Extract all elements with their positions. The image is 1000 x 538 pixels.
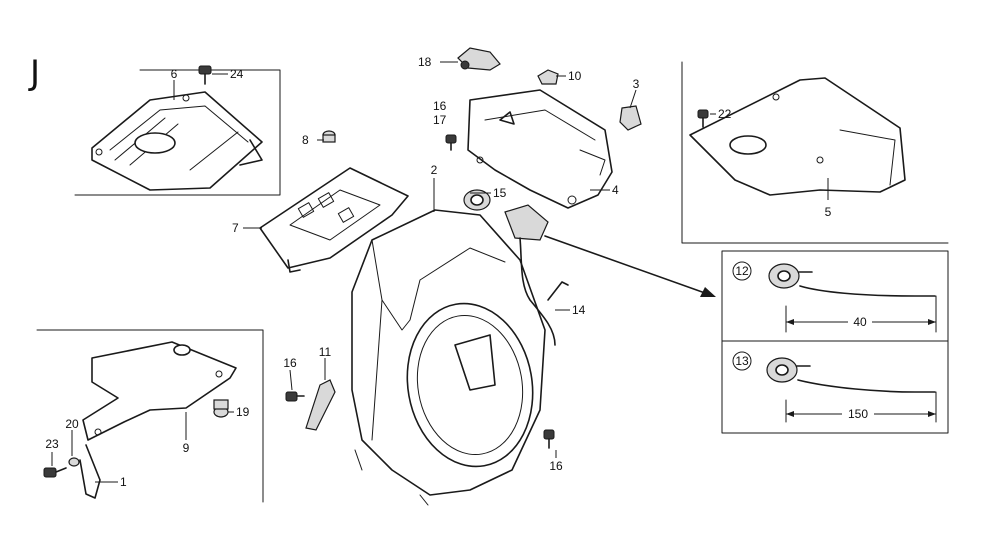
callout-6: 6 — [171, 67, 178, 81]
inset-number-13: 13 — [735, 354, 749, 368]
section-letter: J — [28, 53, 40, 93]
bracket-part-11 — [305, 379, 336, 431]
callout-16-top: 16 — [433, 99, 447, 113]
inset-dimension-40: 40 — [853, 315, 867, 329]
screw-part-22 — [697, 109, 709, 128]
arrow-to-inset — [544, 235, 716, 297]
grommet-part-8 — [322, 130, 336, 143]
callout-22: 22 — [718, 107, 732, 121]
bolt-part-23 — [43, 467, 67, 478]
inset-number-12: 12 — [735, 264, 749, 278]
callout-15: 15 — [493, 186, 507, 200]
screw-part-16-left — [285, 391, 305, 402]
stop-switch — [504, 204, 569, 346]
callout-4: 4 — [612, 183, 619, 197]
side-plate-part-4 — [467, 89, 613, 209]
clamp-part-18 — [457, 47, 501, 71]
inset-dimension-150: 150 — [848, 407, 868, 421]
mounting-plate-part-7 — [259, 167, 409, 273]
screw-part-17 — [445, 134, 457, 151]
clip-part-3 — [619, 105, 642, 131]
cover-part-5 — [689, 77, 906, 196]
callout-24: 24 — [230, 67, 244, 81]
callout-16-bottom: 16 — [549, 459, 563, 473]
leader-lines — [51, 61, 829, 483]
callout-16-left: 16 — [283, 356, 297, 370]
inset-variant-13: 13 150 — [732, 351, 937, 423]
callout-9: 9 — [183, 441, 190, 455]
bottom-plate-part-9 — [82, 341, 237, 441]
clip-part-10 — [537, 69, 559, 85]
callout-14: 14 — [572, 303, 586, 317]
callout-labels: 6 24 8 7 2 18 10 3 16 17 4 15 5 22 14 9 … — [45, 55, 831, 489]
callout-17: 17 — [433, 113, 447, 127]
callout-19: 19 — [236, 405, 250, 419]
screw-part-16-bottom — [543, 429, 555, 449]
callout-18: 18 — [418, 55, 432, 69]
callout-3: 3 — [633, 77, 640, 91]
callout-8: 8 — [302, 133, 309, 147]
callout-11: 11 — [319, 345, 332, 359]
screw-part-24 — [198, 65, 212, 85]
callout-10: 10 — [568, 69, 582, 83]
callout-2: 2 — [431, 163, 438, 177]
inset-variant-12: 12 40 — [732, 261, 937, 333]
top-cover-part-6 — [91, 91, 263, 191]
callout-20: 20 — [65, 417, 79, 431]
washer-part-20 — [68, 457, 80, 467]
callout-5: 5 — [825, 205, 832, 219]
grommet-part-15 — [463, 189, 491, 211]
grommet-part-19 — [213, 399, 229, 418]
fan-shroud-part-2 — [351, 209, 546, 506]
inset-panel: 12 40 13 150 — [721, 250, 949, 434]
callout-23: 23 — [45, 437, 59, 451]
clip-part-1 — [79, 444, 101, 499]
callout-1: 1 — [120, 475, 127, 489]
callout-7: 7 — [232, 221, 239, 235]
